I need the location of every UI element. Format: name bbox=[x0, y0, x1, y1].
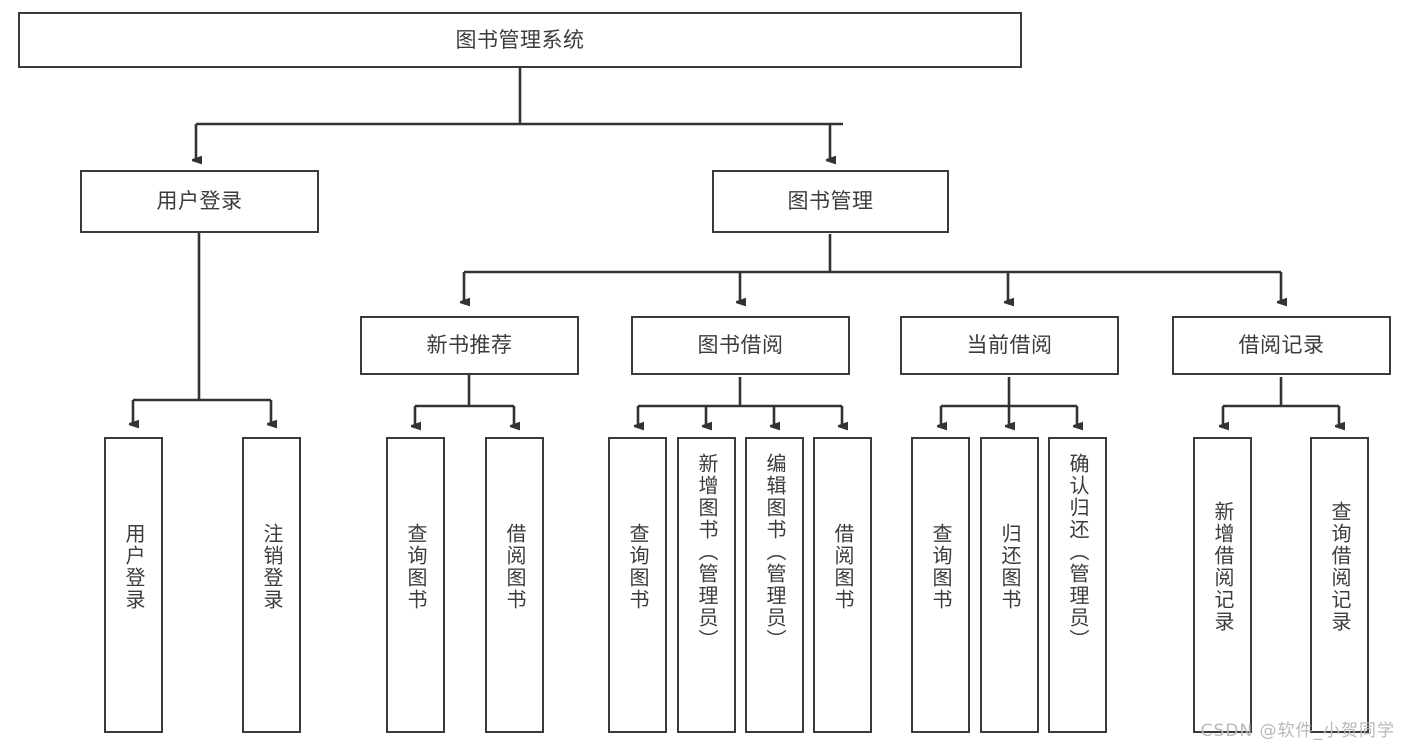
node-new-book-recommend-label: 新书推荐 bbox=[426, 333, 513, 358]
leaf-user-login-logout[interactable]: 注销登录 bbox=[242, 437, 301, 733]
node-current-borrow[interactable]: 当前借阅 bbox=[900, 316, 1119, 375]
leaf-current-borrow-confirm[interactable]: 确认归还（管理员） bbox=[1048, 437, 1107, 733]
node-book-borrow[interactable]: 图书借阅 bbox=[631, 316, 850, 375]
node-root[interactable]: 图书管理系统 bbox=[18, 12, 1022, 68]
node-user-login[interactable]: 用户登录 bbox=[80, 170, 319, 233]
leaf-label: 归还图书 bbox=[998, 523, 1022, 611]
leaf-label: 注销登录 bbox=[260, 523, 284, 611]
leaf-book-borrow-query[interactable]: 查询图书 bbox=[608, 437, 667, 733]
node-book-borrow-label: 图书借阅 bbox=[697, 333, 784, 358]
leaf-label: 查询借阅记录 bbox=[1328, 501, 1352, 633]
leaf-label: 查询图书 bbox=[929, 523, 953, 611]
leaf-label: 查询图书 bbox=[404, 523, 428, 611]
leaf-label: 借阅图书 bbox=[503, 523, 527, 611]
node-current-borrow-label: 当前借阅 bbox=[966, 333, 1053, 358]
leaf-new-book-query[interactable]: 查询图书 bbox=[386, 437, 445, 733]
node-borrow-record-label: 借阅记录 bbox=[1238, 333, 1325, 358]
leaf-label: 借阅图书 bbox=[831, 523, 855, 611]
leaf-borrow-record-query[interactable]: 查询借阅记录 bbox=[1310, 437, 1369, 733]
leaf-new-book-borrow[interactable]: 借阅图书 bbox=[485, 437, 544, 733]
leaf-current-borrow-return[interactable]: 归还图书 bbox=[980, 437, 1039, 733]
leaf-book-borrow-edit[interactable]: 编辑图书（管理员） bbox=[745, 437, 804, 733]
node-book-management[interactable]: 图书管理 bbox=[712, 170, 949, 233]
node-user-login-label: 用户登录 bbox=[156, 189, 243, 214]
leaf-label: 编辑图书（管理员） bbox=[763, 453, 787, 651]
leaf-user-login-login[interactable]: 用户登录 bbox=[104, 437, 163, 733]
node-borrow-record[interactable]: 借阅记录 bbox=[1172, 316, 1391, 375]
leaf-label: 新增图书（管理员） bbox=[695, 453, 719, 651]
leaf-label: 用户登录 bbox=[122, 523, 146, 611]
leaf-label: 确认归还（管理员） bbox=[1066, 453, 1090, 651]
leaf-label: 查询图书 bbox=[626, 523, 650, 611]
node-root-label: 图书管理系统 bbox=[455, 27, 585, 52]
leaf-book-borrow-add[interactable]: 新增图书（管理员） bbox=[677, 437, 736, 733]
leaf-borrow-record-add[interactable]: 新增借阅记录 bbox=[1193, 437, 1252, 733]
node-book-management-label: 图书管理 bbox=[787, 189, 874, 214]
leaf-book-borrow-borrow[interactable]: 借阅图书 bbox=[813, 437, 872, 733]
leaf-label: 新增借阅记录 bbox=[1211, 501, 1235, 633]
watermark-text: CSDN @软件_小贺同学 bbox=[1200, 721, 1395, 741]
node-new-book-recommend[interactable]: 新书推荐 bbox=[360, 316, 579, 375]
leaf-current-borrow-query[interactable]: 查询图书 bbox=[911, 437, 970, 733]
